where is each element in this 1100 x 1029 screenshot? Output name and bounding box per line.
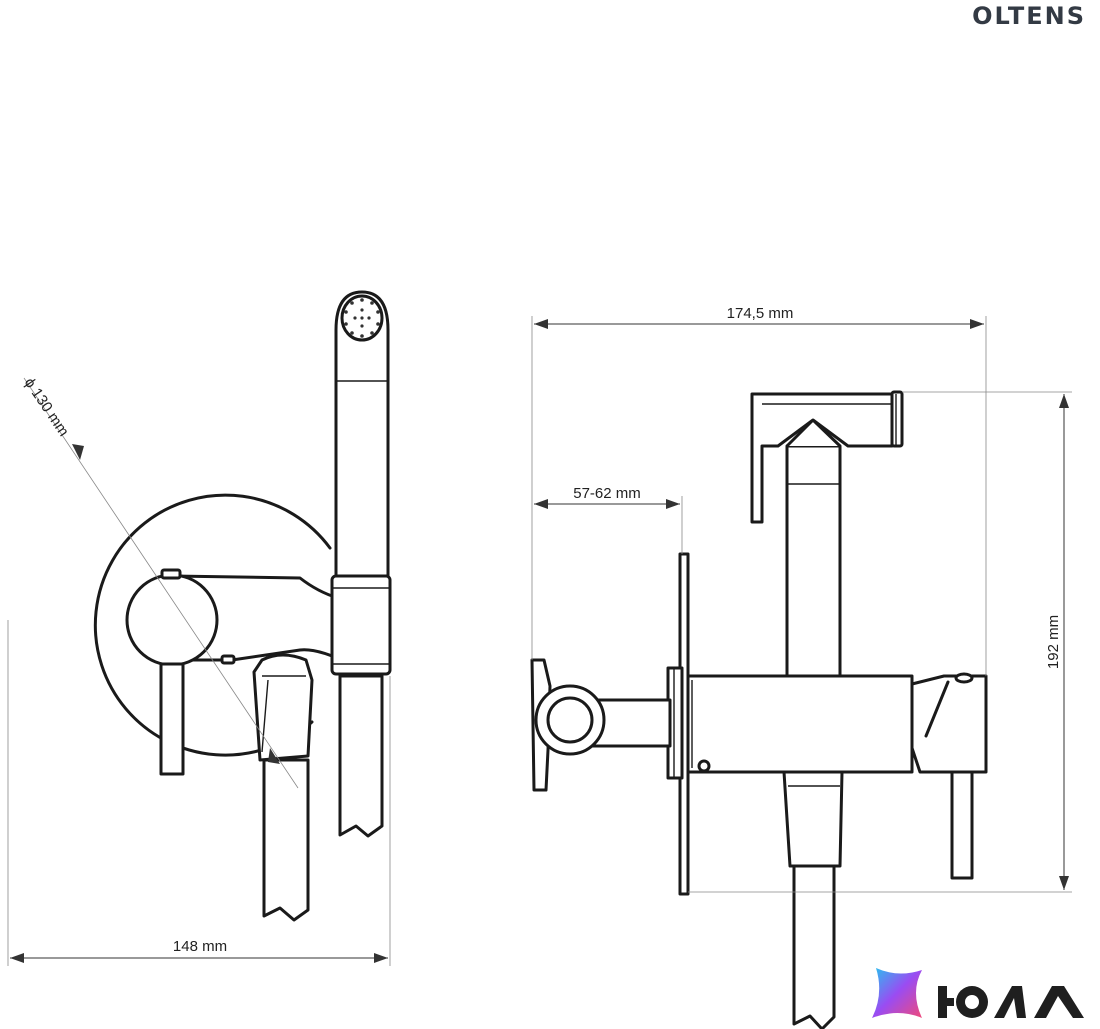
side-inlet-ring-inner	[546, 696, 594, 744]
side-view: 174,5 mm 57-62 mm 192 mm	[530, 305, 1072, 1029]
front-hose-right	[338, 674, 384, 838]
yula-star-icon	[872, 968, 922, 1018]
side-cartridge-housing	[910, 674, 988, 774]
diameter-line	[23, 377, 299, 789]
side-hose	[792, 864, 836, 1029]
front-hose-left	[262, 758, 310, 922]
front-hand-shower	[334, 290, 390, 578]
front-knob	[125, 573, 219, 667]
front-holder-bracket	[330, 574, 392, 676]
width-label: 148 mm	[173, 938, 227, 955]
height-label: 192 mm	[1045, 615, 1062, 669]
brand-logo: OLTENS	[972, 2, 1086, 30]
yula-wordmark	[938, 986, 1084, 1018]
diameter-label: ϕ 130 mm	[21, 375, 72, 440]
side-lever	[950, 770, 974, 880]
side-inlet-ring-outer	[534, 684, 606, 756]
front-rosette-plate	[93, 493, 332, 757]
depth-label: 57-62 mm	[573, 485, 641, 502]
side-main-body	[686, 674, 914, 774]
spray-nozzles	[344, 298, 380, 338]
length-label: 174,5 mm	[727, 305, 794, 322]
yula-watermark	[872, 968, 1084, 1018]
front-view: ϕ 130 mm 148 mm	[7, 290, 392, 966]
front-lever	[159, 662, 185, 776]
side-riser	[785, 444, 842, 678]
